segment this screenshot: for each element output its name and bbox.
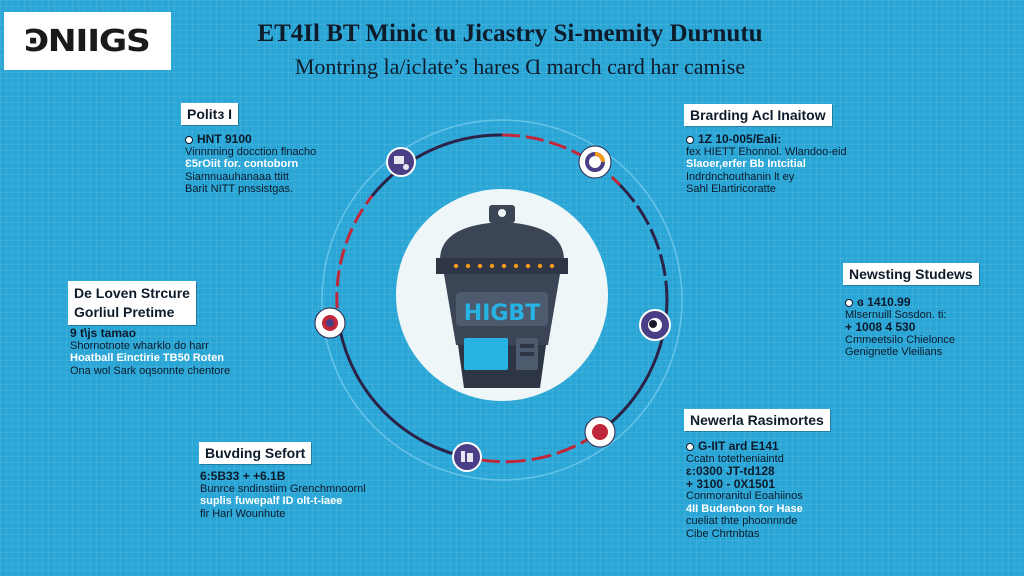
panel-line: Barit NITT pnssistgas. <box>185 183 293 195</box>
page-subtitle: Montring la/iclate’s hares Ɑ march card … <box>294 54 746 79</box>
panel-line: 6:5B33 + +6.1B <box>200 469 286 483</box>
panel-top-left-body: HNT 9100 Vinnnning docction flnacho Ɛ5rO… <box>185 133 316 196</box>
panel-middle-left-title-line2: Gorliul Pretime <box>74 304 175 320</box>
panel-middle-right-title: Newsting Studews <box>843 263 979 285</box>
brand-logo-text: ϿNIIGS <box>25 23 151 59</box>
panel-line: + 3100 - 0X1501 <box>686 476 776 491</box>
panel-line: suplis fuwepalf ID olt-t-iaee <box>200 495 343 507</box>
node-right <box>639 309 671 341</box>
panel-line: Shornotnote wharklo do harr <box>70 339 209 352</box>
node-bottom-left <box>452 442 482 472</box>
panel-line: Vinnnning docction flnacho <box>185 145 317 158</box>
panel-line: Indrdnchouthanin lt ey <box>686 170 795 183</box>
node-top-left <box>386 147 416 177</box>
panel-line: Genignetle Vleilians <box>845 346 943 358</box>
panel-middle-left-title: De Loven Strcure Gorliul Pretime <box>68 281 196 325</box>
panel-bottom-right-body: G-IIT ard E141 Ccatn totetheniaintd ɛ:03… <box>686 440 803 540</box>
bullet-icon <box>686 442 694 451</box>
kiosk-illustration <box>436 205 568 388</box>
panel-middle-left-title-line1: De Loven Strcure <box>74 285 190 301</box>
panel-line: ɞ 1410.99 <box>857 295 911 309</box>
node-top-right <box>578 145 612 179</box>
bullet-icon <box>686 135 694 144</box>
panel-middle-left-body: 9 t\js tamao Shornotnote wharklo do harr… <box>70 327 230 377</box>
panel-bottom-left-body: 6:5B33 + +6.1B Bunrce sndinstiim Grenchm… <box>200 470 366 520</box>
panel-bottom-left-title: Buvding Sefort <box>199 442 312 464</box>
panel-line: Conmoranitul Eoahiinos <box>686 490 803 502</box>
panel-line: 9 t\js tamao <box>70 326 137 340</box>
panel-line: Sahl Elartiricoratte <box>686 183 776 195</box>
panel-line: Mlsernuill Sosdon. ti: <box>845 308 947 321</box>
panel-line: ɛ:0300 JT-td128 <box>686 464 775 478</box>
panel-top-left-title: Politɜ I <box>181 103 239 125</box>
panel-bottom-right-title: Newerla Rasimortes <box>684 409 830 431</box>
panel-line: 1Z 10-005/Eali: <box>698 132 782 146</box>
page-title: ET4Il BT Minic tu Jicastry Si-memity Dur… <box>257 20 763 47</box>
node-bottom-right <box>584 416 616 448</box>
panel-line: Hoatball Einctirie TB50 Roten <box>70 352 225 364</box>
panel-line: Ona wol Sark oqsonnte chentore <box>70 364 231 377</box>
kiosk-label: HIGBT <box>464 301 540 326</box>
bullet-icon <box>845 298 853 307</box>
panel-top-right-body: 1Z 10-005/Eali: fex HIETT Ehonnol. Wland… <box>686 133 847 196</box>
panel-line: Siamnuauhanaaa ttitt <box>185 170 289 183</box>
panel-line: flr Harl Wounhute <box>200 507 286 520</box>
brand-logo: ϿNIIGS <box>4 12 171 70</box>
node-left <box>314 307 346 339</box>
panel-line: + 1008 4 530 <box>845 320 916 334</box>
panel-middle-right-body: ɞ 1410.99 Mlsernuill Sosdon. ti: + 1008 … <box>845 296 955 359</box>
panel-top-right-title: Brarding Acl Inaitow <box>684 104 832 126</box>
outer-guide-ring <box>321 119 683 481</box>
panel-line: fex HIETT Ehonnol. Wlandoo-eid <box>686 145 847 158</box>
panel-line: cueliat thte phoonnnde <box>686 515 798 527</box>
panel-line: Bunrce sndinstiim Grenchmnoornl <box>200 482 366 495</box>
panel-line: Ccatn totetheniaintd <box>686 452 784 465</box>
panel-line: HNT 9100 <box>197 132 252 146</box>
panel-line: G-IIT ard E141 <box>698 439 779 453</box>
panel-line: Cibe Chrtnbtas <box>686 527 760 540</box>
bullet-icon <box>185 135 193 144</box>
panel-line: 4II Budenbon for Hase <box>686 502 803 515</box>
panel-line: Slaoer,erfer Bb Intcitial <box>686 158 806 170</box>
panel-line: Cmmeetsilo Chielonce <box>845 333 956 346</box>
panel-line: Ɛ5rOiit for. contoborn <box>185 158 299 170</box>
